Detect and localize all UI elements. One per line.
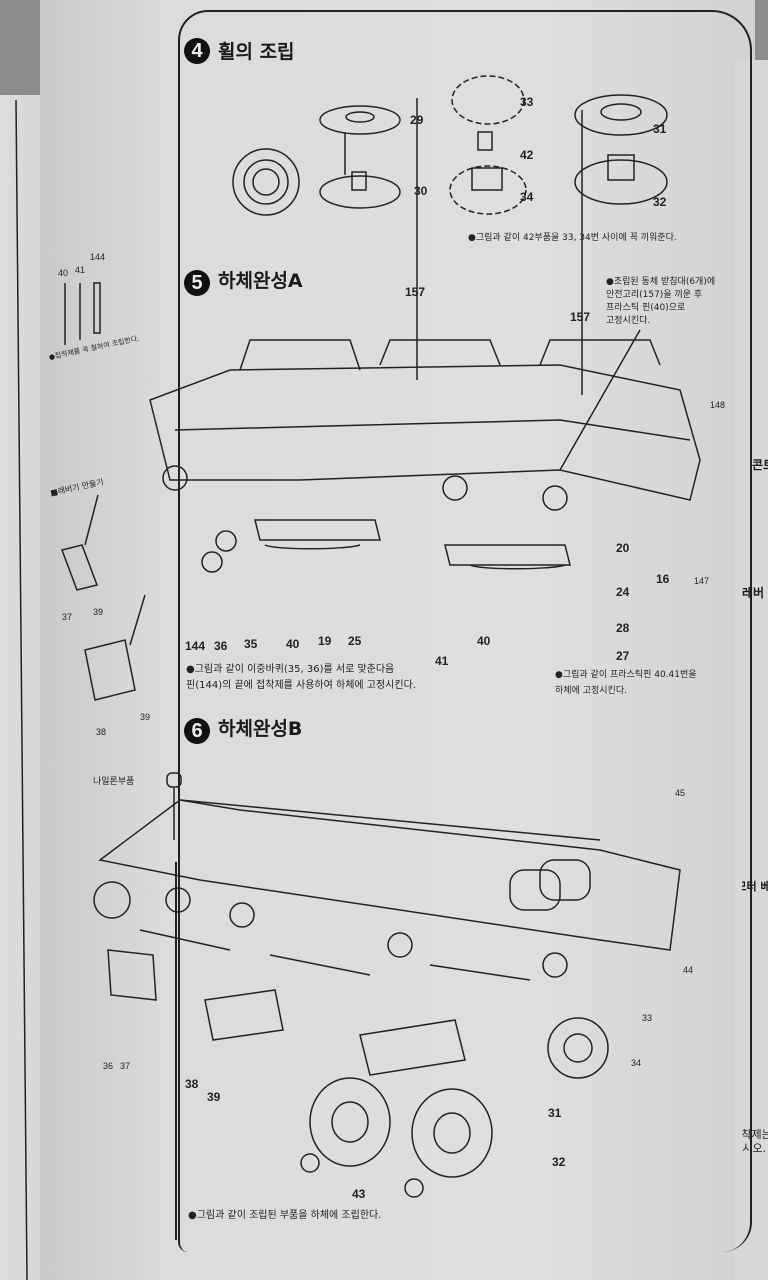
part-number-label: 32 [552, 1155, 566, 1169]
left-page-drawings [15, 99, 146, 1280]
part-number-label: 39 [140, 712, 151, 722]
part-number-label: 157 [570, 310, 591, 324]
part-number-label: 40 [286, 637, 300, 651]
step-5-callout: ●조립된 동체 받침대(6개)에 안전고리(157)을 끼운 후 프라스틱 핀(… [606, 277, 716, 326]
page-frame [178, 10, 752, 1252]
part-number-label: 28 [616, 621, 630, 635]
part-number-label: 38 [96, 727, 107, 737]
part-number-label: 31 [653, 122, 667, 136]
part-number-label: 148 [710, 400, 726, 410]
right-heading-motor: ■모터 베 [742, 880, 768, 893]
pin-label: 144 [90, 252, 106, 262]
part-number-label: 35 [244, 637, 258, 651]
part-number-label: 37 [62, 612, 73, 622]
step-4-note: ●그림과 같이 42부품을 33, 34번 사이에 꼭 끼워준다. [468, 233, 677, 243]
part-number-label: 30 [414, 184, 428, 198]
part-number-label: 31 [548, 1106, 562, 1120]
pin-label: 41 [75, 265, 86, 275]
step-6-badge: 6 [184, 718, 210, 744]
part-number-label: 36 [103, 1061, 114, 1071]
right-warning: ※접착제는 마십시오. [742, 1128, 768, 1155]
part-number-label: 36 [214, 639, 228, 653]
part-number-label: 37 [120, 1061, 131, 1071]
step-6-title: 하체완성B [218, 718, 303, 740]
right-heading-control: 콘트 [752, 458, 768, 472]
sprocket-drawing [232, 148, 300, 216]
sprocket-33-34-drawing [449, 75, 527, 215]
part-number-label: 44 [683, 965, 694, 975]
step-5-title: 하체완성A [218, 270, 303, 292]
part-number-label: 45 [675, 788, 686, 798]
part-number-label: 27 [616, 649, 630, 663]
part-number-label: 33 [520, 95, 534, 109]
part-number-label: 29 [410, 113, 424, 127]
part-number-label: 42 [520, 148, 534, 162]
road-wheel-31-32-drawing [574, 94, 668, 205]
step-6-note: ●그림과 같이 조립된 부품을 하체에 조립한다. [188, 1210, 382, 1221]
step-4-title: 휠의 조립 [218, 41, 295, 63]
part-number-label: 32 [653, 195, 667, 209]
part-number-label: 147 [694, 576, 710, 586]
part-number-label: 20 [616, 541, 630, 555]
part-number-label: 157 [405, 285, 426, 299]
part-number-label: 19 [318, 634, 332, 648]
step-5-badge: 5 [184, 270, 210, 296]
part-number-label: 34 [631, 1058, 642, 1068]
part-number-label: 39 [207, 1090, 221, 1104]
part-number-label: 24 [616, 585, 630, 599]
step-5-note-left: ●그림과 같이 이중바퀴(35, 36)를 서로 맞춘다음 핀(144)의 끝에… [186, 664, 416, 691]
part-number-label: 39 [93, 607, 104, 617]
road-wheel-29-30-drawing [319, 105, 401, 209]
right-heading-lever: 레버 [742, 586, 765, 600]
part-number-label: 16 [656, 572, 670, 586]
part-number-label: 33 [642, 1013, 653, 1023]
pin-label: 40 [58, 268, 69, 278]
nylon-part-label: 나일론부품 [93, 777, 135, 787]
part-number-label: 43 [352, 1187, 366, 1201]
part-number-label: 34 [520, 190, 534, 204]
part-number-label: 25 [348, 634, 362, 648]
step-4-badge: 4 [184, 38, 210, 64]
hull-a-drawing [149, 98, 701, 573]
part-number-label: 40 [477, 634, 491, 648]
instruction-page [40, 0, 755, 1280]
right-page-clip: 콘트 레버 ■모터 베 ※접착제는 마십시오. [742, 0, 768, 1280]
step-5-note-right: ●그림과 같이 프라스틱핀 40.41번을 하체에 고정시킨다. [555, 670, 697, 696]
hull-b-drawing [93, 772, 681, 1240]
part-number-label: 38 [185, 1077, 199, 1091]
part-number-label: 41 [435, 654, 449, 668]
part-number-label: 144 [185, 639, 206, 653]
